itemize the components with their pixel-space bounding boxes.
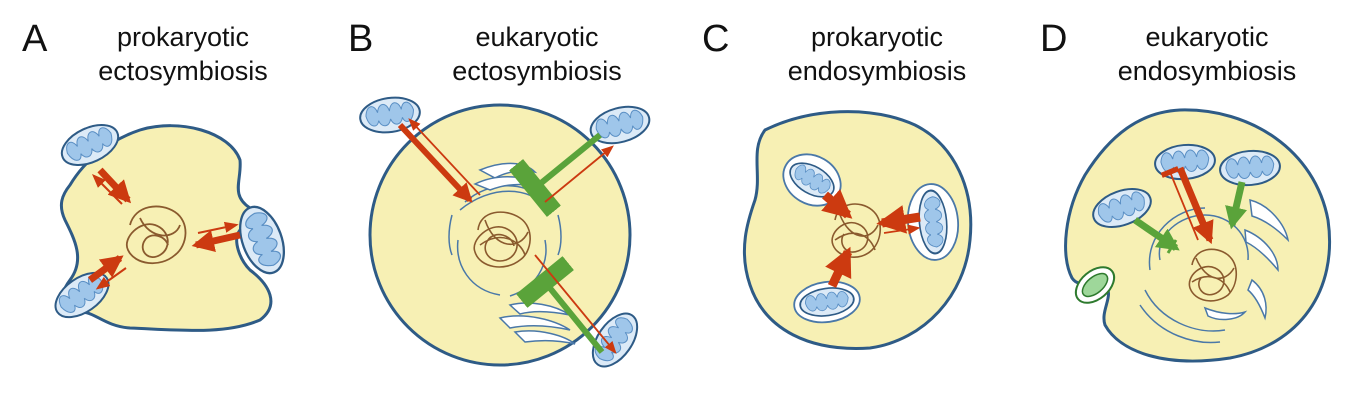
panel-letter: C [702, 18, 730, 60]
red-arrow-thick [876, 205, 921, 234]
green-arrow [1225, 181, 1247, 230]
red-arrow-thick [87, 255, 124, 283]
panel-letter: D [1040, 18, 1068, 60]
panel-d: D eukaryotic endosymbiosis [1010, 0, 1355, 405]
nucleoid-dna [125, 205, 187, 264]
red-arrow-thick [397, 122, 473, 203]
panel-title: prokaryotic ectosymbiosis [68, 20, 298, 88]
panel-title-line: eukaryotic [1145, 22, 1269, 52]
panel-b: B eukaryotic ectosymbiosis [330, 0, 670, 405]
panel-title: eukaryotic endosymbiosis [1092, 20, 1322, 88]
symbiont-mitochondrion [793, 280, 861, 324]
red-arrow-thick [1176, 166, 1214, 245]
panel-letter: A [22, 18, 48, 60]
panel-title-line: eukaryotic [475, 22, 599, 52]
host-cell [59, 124, 273, 332]
red-arrow-thick [825, 246, 853, 288]
nuclear-dna [473, 211, 531, 268]
red-arrow-thin [408, 118, 481, 196]
nucleoid-dna [831, 203, 882, 258]
panel-title: eukaryotic ectosymbiosis [422, 20, 652, 88]
panel-title-line: endosymbiosis [1117, 56, 1297, 86]
red-arrow-thin [534, 254, 617, 354]
red-arrow-thin [197, 221, 239, 234]
panel-title: prokaryotic endosymbiosis [762, 20, 992, 88]
endomembrane-system [1139, 199, 1290, 344]
nuclear-dna [1188, 248, 1238, 302]
red-arrow-thin [1160, 166, 1199, 241]
red-arrow-thin [883, 224, 921, 235]
red-arrow-thick [821, 189, 853, 219]
panel-title-line: prokaryotic [116, 22, 250, 52]
panel-title-line: prokaryotic [810, 22, 944, 52]
symbiont-mitochondrion [585, 99, 655, 151]
panel-a: A prokaryotic ectosymbiosis [0, 0, 330, 405]
prokaryotic-endosymbiosis-diagram [742, 110, 973, 350]
green-inhibition-bar [1166, 239, 1178, 254]
panel-title-line: endosymbiosis [787, 56, 967, 86]
symbiont-mitochondrion [356, 92, 424, 138]
eukaryotic-endosymbiosis-diagram [1064, 108, 1331, 363]
green-arrow [509, 132, 602, 217]
prokaryotic-ectosymbiosis-diagram [46, 115, 294, 332]
panel-title-line: ectosymbiosis [98, 56, 268, 86]
green-arrow [516, 256, 605, 354]
red-arrow-thick [191, 230, 241, 252]
red-arrow-thin [544, 145, 614, 203]
eukaryotic-ectosymbiosis-diagram [356, 92, 655, 376]
red-arrow-thin [92, 174, 123, 205]
green-arrow [1133, 217, 1180, 251]
plastid [1074, 266, 1116, 304]
red-arrow-thin [95, 267, 127, 290]
panel-c: C prokaryotic endosymbiosis [670, 0, 1010, 405]
panel-title-line: ectosymbiosis [452, 56, 622, 86]
symbiont-mitochondrion [906, 183, 960, 261]
panel-letter: B [348, 18, 374, 60]
